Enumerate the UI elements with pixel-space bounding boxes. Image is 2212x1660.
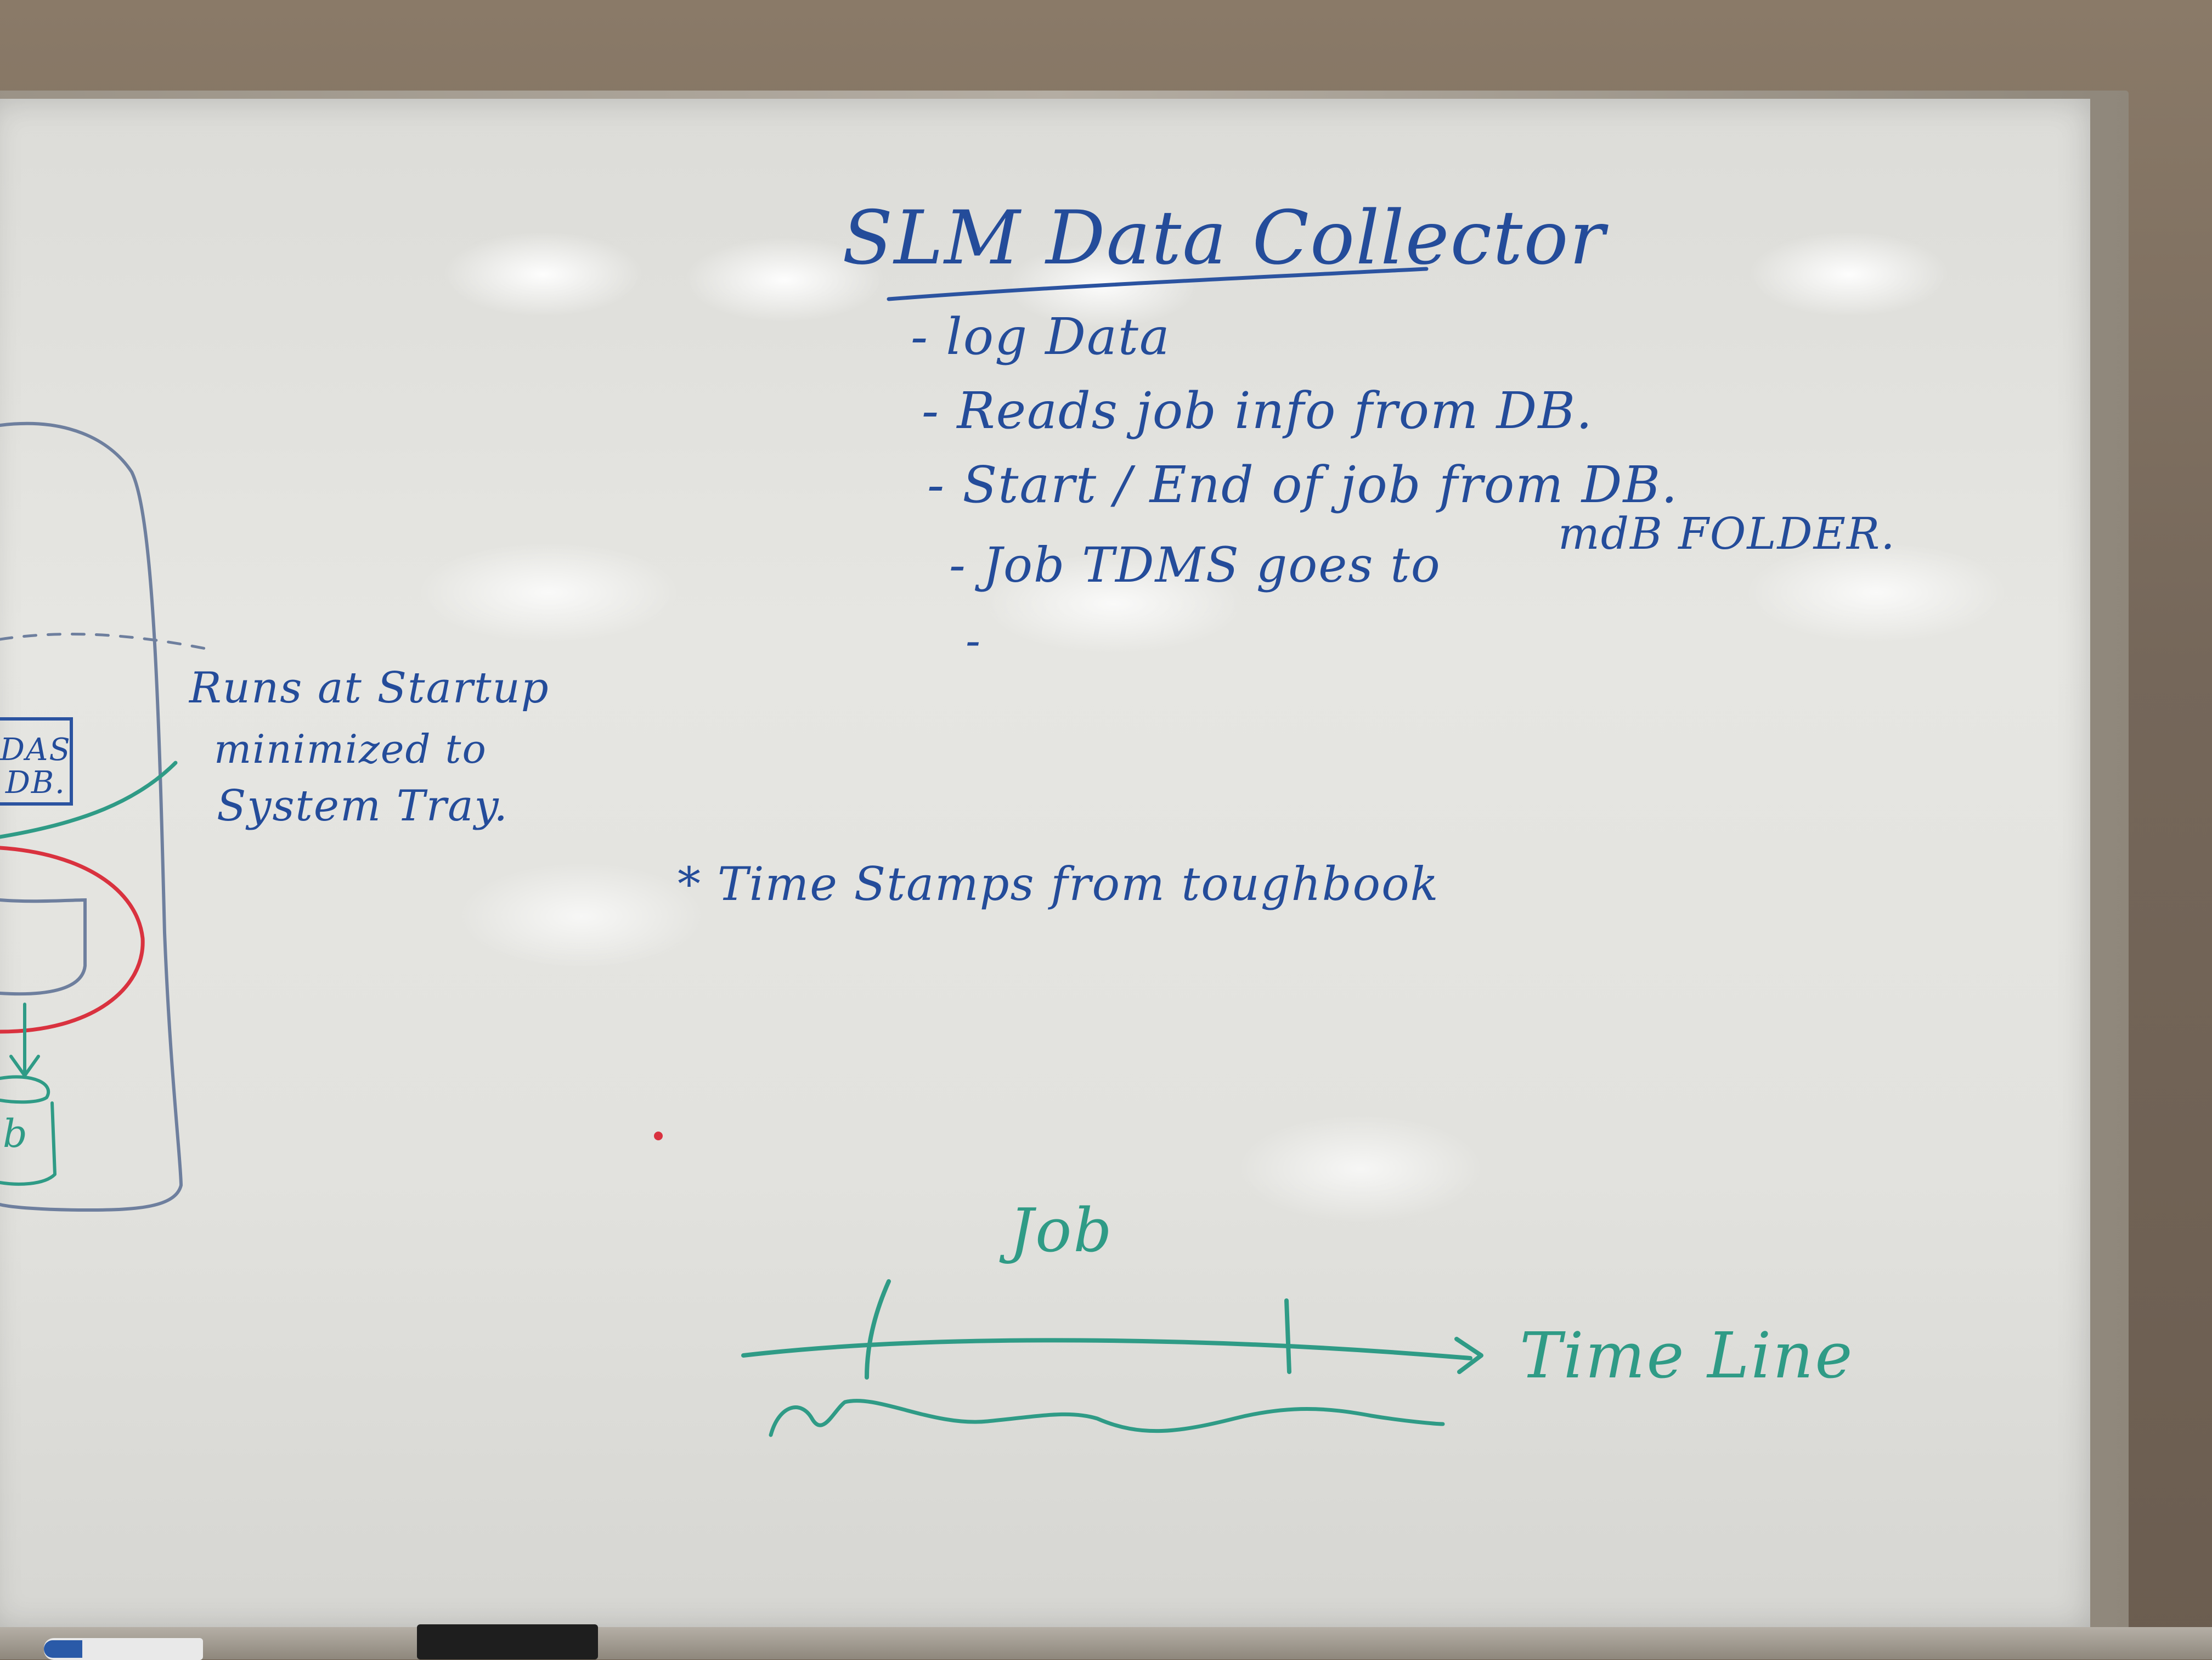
side-note-line-2: minimized to: [214, 726, 487, 772]
timeline-arrowhead: [1454, 1337, 1483, 1374]
system-boundary-outline: [0, 421, 183, 1212]
database-cylinder: [0, 898, 87, 996]
small-cylinder-body: [0, 1101, 57, 1186]
marker-tray: [0, 1627, 2212, 1659]
job-label: Job: [999, 1195, 1114, 1265]
timeline-axis: [741, 1338, 1472, 1360]
side-note-line-3: System Tray.: [217, 781, 509, 831]
blue-marker: [44, 1638, 203, 1660]
job-start-tick: [865, 1279, 891, 1380]
bullet-3: - Start / End of job from DB.: [927, 455, 1678, 514]
whiteboard-eraser: [417, 1624, 598, 1659]
bullet-1: - log Data: [911, 307, 1171, 366]
timeline-label: Time Line: [1520, 1319, 1854, 1393]
red-ellipse: [0, 846, 145, 1034]
data-signal-wave: [769, 1399, 1445, 1437]
bullet-5: -: [966, 615, 981, 666]
folder-note: mdB FOLDER.: [1558, 508, 1896, 559]
timeline-diagram: Job Time Line: [741, 1195, 1854, 1437]
title-underline: [887, 267, 1429, 301]
teal-curve: [0, 761, 178, 839]
left-diagram: DAS DB. b: [0, 421, 216, 1212]
red-dot: [654, 1132, 663, 1140]
dashed-divider: [0, 632, 216, 652]
board-title: SLM Data Collector: [842, 195, 1609, 281]
bullet-4: - Job TDMS goes to: [949, 537, 1441, 593]
db-box-line-2: DB.: [5, 765, 66, 801]
timestamp-note: * Time Stamps from toughbook: [678, 857, 1440, 911]
small-cylinder-top: [0, 1075, 50, 1104]
left-fragment-text: b: [3, 1111, 29, 1156]
job-end-tick: [1284, 1298, 1291, 1374]
bullet-2: - Reads job info from DB.: [922, 381, 1593, 440]
db-box-outline: [0, 717, 73, 806]
db-box-line-1: DAS: [0, 732, 71, 768]
side-note: Runs at Startup minimized to System Tray…: [188, 663, 550, 831]
side-note-line-1: Runs at Startup: [188, 663, 550, 713]
main-notes: SLM Data Collector - log Data - Reads jo…: [842, 195, 1896, 666]
whiteboard-surface: [0, 99, 2090, 1630]
